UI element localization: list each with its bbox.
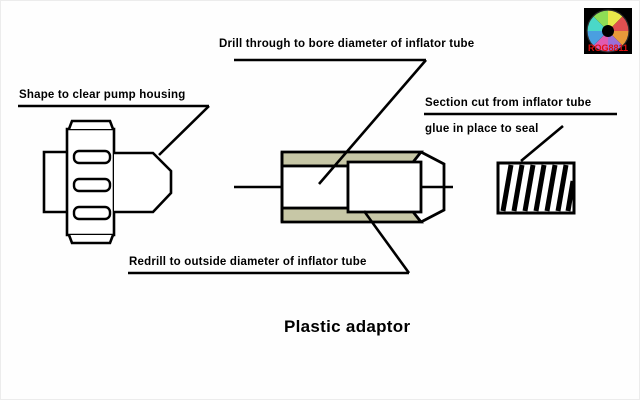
annotation-drill-through-to-bore-diameter: Drill through to bore diameter of inflat…: [219, 38, 474, 50]
leader-line-section-cut: [520, 125, 564, 162]
left-fitting-knurl-slot-3: [72, 205, 112, 221]
annotation-glue-in-place-to-seal: glue in place to seal: [425, 123, 538, 135]
leader-lines: [18, 58, 617, 275]
annotation-shape-to-clear-pump-housing: Shape to clear pump housing: [19, 89, 185, 101]
left-fitting-nose: [114, 151, 173, 214]
diagram-title: Plastic adaptor: [284, 317, 410, 336]
middle-adaptor-part: [234, 150, 453, 224]
adaptor-right-taper: [420, 150, 446, 224]
logo-badge[interactable]: ROG8811: [584, 8, 632, 54]
tube-section-hatching: [500, 164, 576, 212]
tube-section-outline-top: [496, 161, 576, 215]
left-fitting-knurl-slot-2: [72, 177, 112, 193]
logo-color-wheel-icon: [586, 9, 630, 53]
left-fitting-bottom-cap: [67, 234, 115, 245]
right-tube-section-part: [496, 161, 576, 215]
leader-line-shape-to-clear: [158, 105, 210, 156]
annotation-redrill-to-outside-diameter: Redrill to outside diameter of inflator …: [129, 256, 367, 268]
leader-line-drill-through: [318, 59, 427, 185]
logo-text: ROG8811: [588, 43, 628, 53]
left-fitting-top-cap: [67, 119, 115, 130]
left-fitting-knurl-slot-1: [72, 149, 112, 165]
leader-line-redrill: [362, 210, 411, 274]
left-fitting-part: [42, 119, 173, 245]
adaptor-bore-small: [280, 164, 350, 210]
adaptor-bore-large: [346, 160, 423, 214]
annotation-section-cut-from-inflator-tube: Section cut from inflator tube: [425, 97, 591, 109]
